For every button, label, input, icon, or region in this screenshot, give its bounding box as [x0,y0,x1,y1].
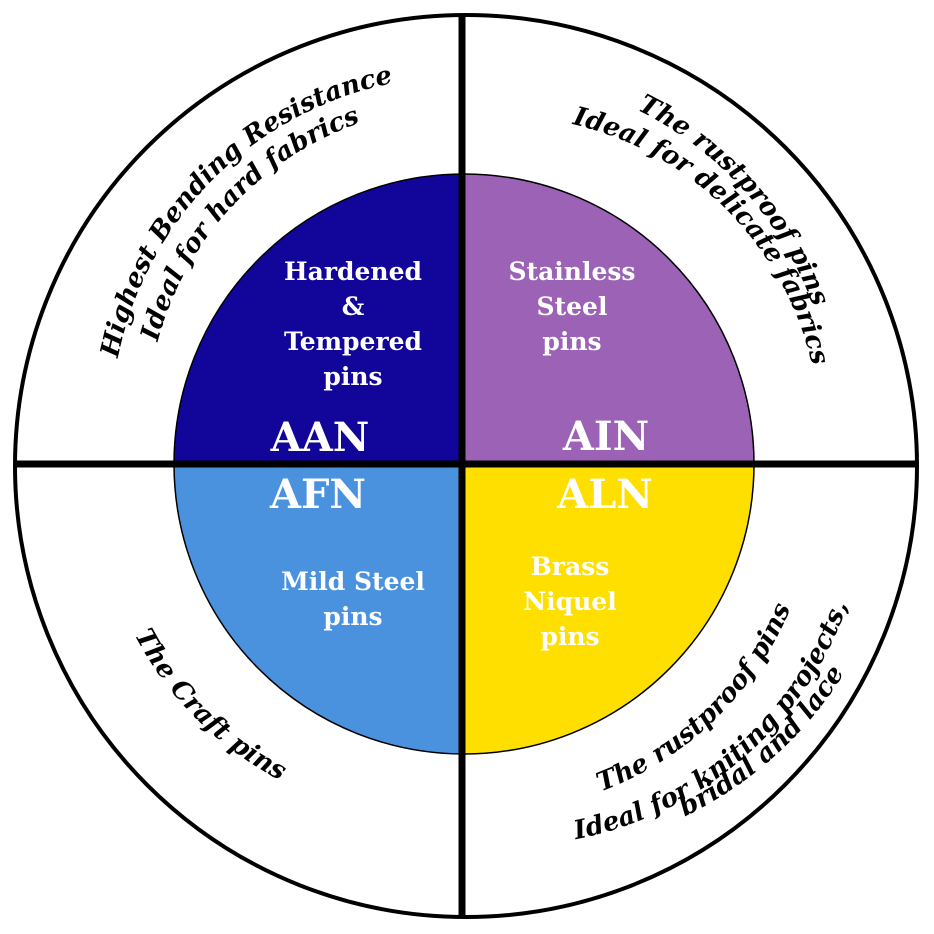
afn-line-1: Mild Steel [281,567,425,596]
sector-aan [174,174,464,464]
ain-line-2: Steel [537,292,608,321]
aln-line-1: Brass [531,552,610,581]
sector-afn [174,464,464,754]
ain-code: AIN [562,413,649,460]
ain-line-3: pins [542,327,601,356]
sector-ain [464,174,754,464]
ain-line-1: Stainless [508,257,635,286]
aln-code: ALN [556,471,653,518]
aln-line-2: Niquel [523,587,616,616]
aln-label-group: ALN Brass Niquel pins [523,471,653,651]
afn-line-2: pins [323,602,382,631]
aan-line-3: Tempered [284,327,422,356]
aan-line-4: pins [323,362,382,391]
afn-code: AFN [269,471,366,518]
ain-label-group: Stainless Steel pins AIN [508,257,649,460]
aan-line-2: & [342,292,365,321]
afn-label-group: AFN Mild Steel pins [269,471,425,631]
aln-line-3: pins [540,622,599,651]
aan-line-1: Hardened [284,257,422,286]
sector-aln [464,464,754,754]
aan-code: AAN [270,414,370,461]
aan-label-group: Hardened & Tempered pins AAN [270,257,422,461]
